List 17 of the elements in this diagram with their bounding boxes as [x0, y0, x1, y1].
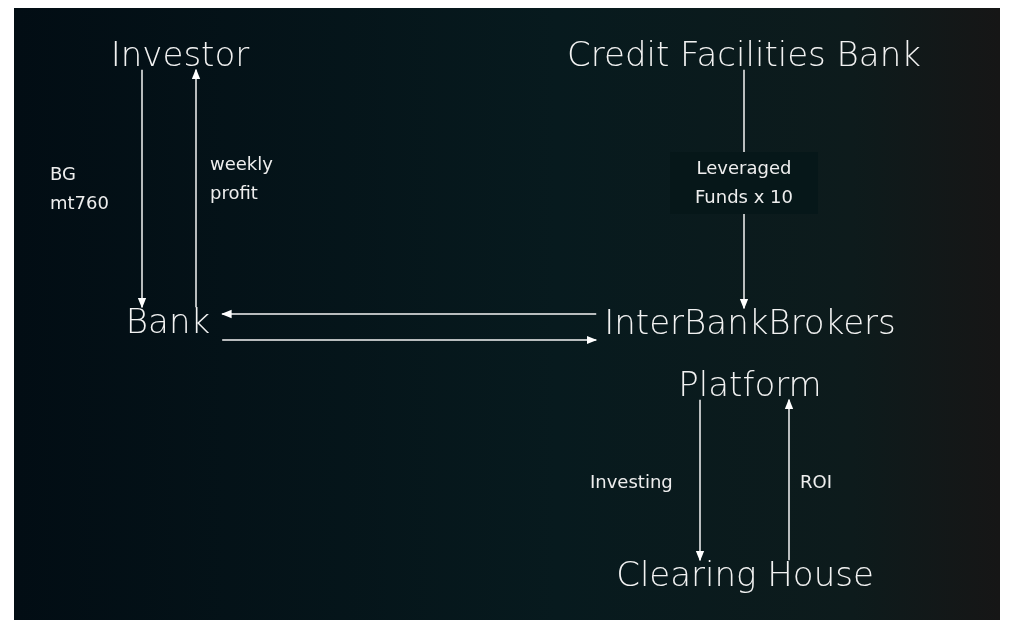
edge-label: BG mt760	[50, 162, 110, 215]
node-label: InterBankBrokers	[604, 304, 896, 342]
arrow	[221, 335, 598, 345]
edge-label: weekly profit	[210, 152, 274, 205]
arrow	[221, 309, 597, 319]
arrow	[191, 68, 201, 309]
edge-label: Investing	[590, 470, 674, 494]
edge-label: ROI	[800, 470, 833, 494]
edge-label: Leveraged Funds x 10	[670, 152, 818, 214]
node-label: Credit Facilities Bank	[567, 36, 921, 74]
node-label: Platform	[678, 366, 822, 404]
arrow	[695, 398, 705, 562]
arrow	[784, 398, 794, 562]
node-label: Bank	[125, 303, 211, 341]
node-label: Investor	[110, 36, 250, 74]
arrow	[137, 68, 147, 309]
node-label: Clearing House	[616, 556, 874, 594]
